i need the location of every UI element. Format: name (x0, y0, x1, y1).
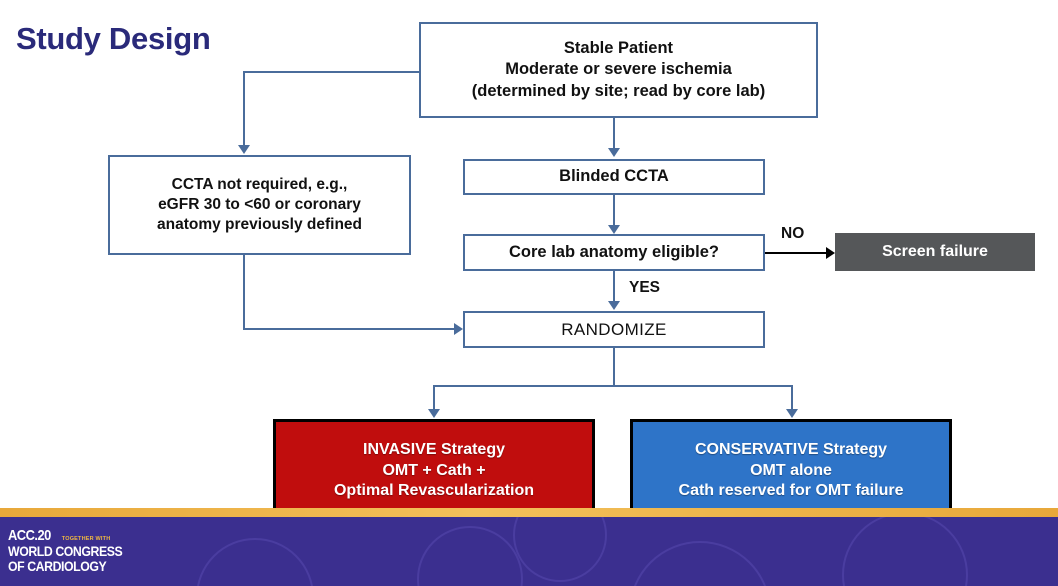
acc-logo: ACC.20 TOGETHER WITH WORLD CONGRESS OF C… (8, 528, 168, 573)
node-core-lab-anatomy-eligible: Core lab anatomy eligible? (463, 234, 765, 271)
arrowhead-into-invasive-strategy (428, 409, 440, 418)
connector-fork-right-arm (791, 385, 793, 410)
footer-band (0, 517, 1058, 586)
node-ccta-not-required-text: CCTA not required, e.g., eGFR 30 to <60 … (157, 175, 362, 234)
node-blinded-ccta-text: Blinded CCTA (559, 167, 669, 186)
node-conservative-strategy: CONSERVATIVE Strategy OMT alone Cath res… (630, 419, 952, 523)
connector-blinded-ccta-to-core-lab (613, 195, 615, 225)
footer-gold-stripe (0, 508, 1058, 518)
node-invasive-strategy-text: INVASIVE Strategy OMT + Cath + Optimal R… (334, 440, 534, 502)
node-conservative-strategy-text: CONSERVATIVE Strategy OMT alone Cath res… (679, 440, 904, 502)
node-screen-failure-text: Screen failure (882, 243, 988, 260)
node-randomize-text: RANDOMIZE (561, 319, 667, 339)
acc-logo-of-cardiology: OF CARDIOLOGY (8, 558, 107, 574)
acc-logo-world-congress: WORLD CONGRESS (8, 543, 123, 559)
stable-patient-line-1: Stable Patient (563, 39, 674, 58)
connector-ccta-not-required-to-randomize (243, 328, 455, 330)
arrowhead-into-ccta-not-required (238, 145, 250, 154)
connector-randomize-down (613, 348, 615, 386)
connector-ccta-not-required-down (243, 255, 245, 329)
edge-label-no: NO (781, 225, 805, 242)
connector-fork-left-arm (433, 385, 435, 410)
node-randomize: RANDOMIZE (463, 311, 765, 348)
invasive-line-1: INVASIVE Strategy (363, 440, 505, 458)
node-core-lab-text: Core lab anatomy eligible? (509, 242, 719, 261)
node-invasive-strategy: INVASIVE Strategy OMT + Cath + Optimal R… (273, 419, 595, 523)
ccta-not-required-line-2: eGFR 30 to <60 or coronary (158, 196, 361, 214)
connector-stable-to-blinded-ccta (613, 118, 615, 148)
connector-core-lab-to-randomize (613, 271, 615, 301)
acc-logo-row-top: ACC.20 TOGETHER WITH (8, 528, 168, 543)
node-screen-failure: Screen failure (835, 233, 1035, 271)
connector-core-lab-to-screen-failure (765, 252, 827, 254)
node-stable-patient-text: Stable Patient Moderate or severe ischem… (472, 38, 765, 101)
connector-stable-to-left-branch (243, 71, 420, 73)
edge-label-yes: YES (629, 279, 661, 296)
page-title: Study Design (16, 21, 211, 56)
acc-logo-together-with: TOGETHER WITH (61, 535, 111, 542)
conservative-line-1: CONSERVATIVE Strategy (694, 440, 888, 458)
node-stable-patient: Stable Patient Moderate or severe ischem… (419, 22, 818, 118)
node-blinded-ccta: Blinded CCTA (463, 159, 765, 195)
stable-patient-line-3: (determined by site; read by core lab) (471, 81, 766, 100)
arrowhead-into-conservative-strategy (786, 409, 798, 418)
connector-left-branch-vertical (243, 71, 245, 145)
conservative-line-2: OMT alone (750, 461, 832, 479)
node-ccta-not-required: CCTA not required, e.g., eGFR 30 to <60 … (108, 155, 411, 255)
acc-logo-acc20: ACC.20 (8, 527, 51, 544)
ccta-not-required-line-3: anatomy previously defined (157, 215, 362, 233)
invasive-line-2: OMT + Cath + (382, 461, 486, 479)
arrowhead-into-screen-failure (826, 247, 835, 259)
arrowhead-into-core-lab (608, 225, 620, 234)
conservative-line-3: Cath reserved for OMT failure (678, 482, 904, 500)
connector-randomize-fork (433, 385, 793, 387)
arrowhead-into-randomize (608, 301, 620, 310)
arrowhead-into-randomize-from-left (454, 323, 463, 335)
stable-patient-line-2: Moderate or severe ischemia (505, 60, 732, 79)
invasive-line-3: Optimal Revascularization (333, 482, 535, 500)
arrowhead-into-blinded-ccta (608, 148, 620, 157)
footer-decorative-circles (197, 517, 968, 586)
ccta-not-required-line-1: CCTA not required, e.g., (171, 176, 348, 194)
